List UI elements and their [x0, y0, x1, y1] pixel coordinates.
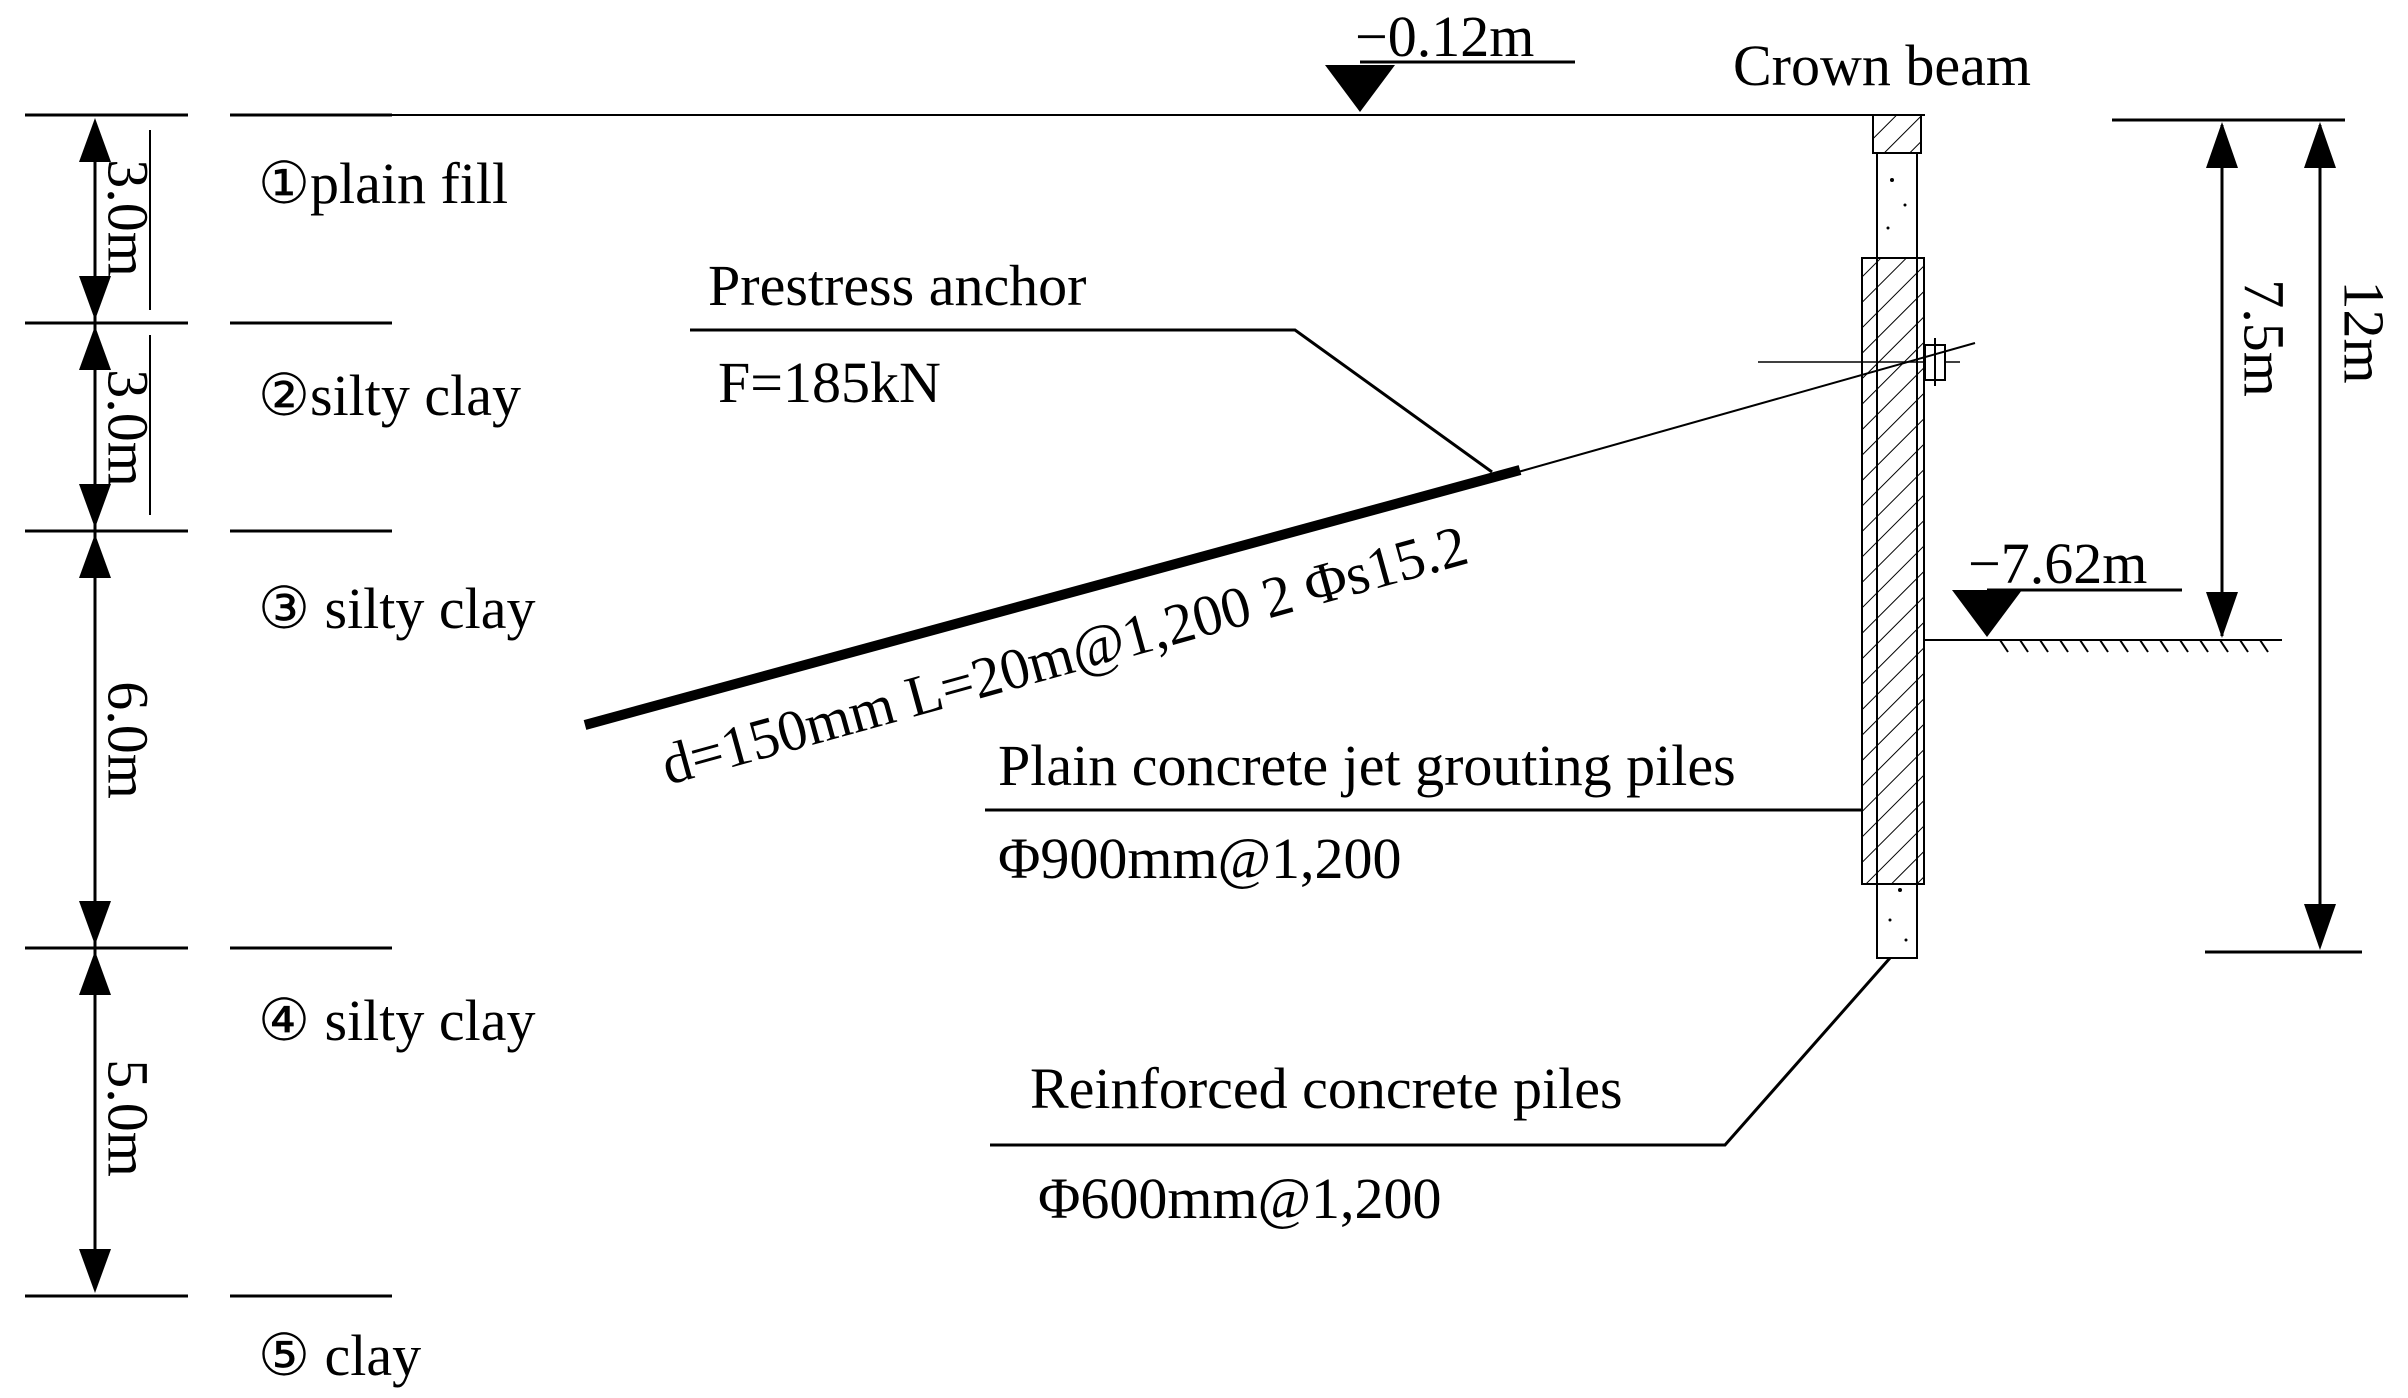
excavation-elevation-label: −7.62m [1968, 531, 2147, 596]
soil-layer-column: ①plain fill ②silty clay ③ silty clay ④ s… [25, 113, 536, 1388]
arrow-up-icon [79, 534, 111, 578]
layer-label: ③ silty clay [258, 576, 536, 641]
arrow-down-icon [79, 1249, 111, 1293]
layer-label: ①plain fill [258, 151, 508, 216]
arrow-down-icon [2304, 904, 2336, 950]
jet-grouting-spec: Φ900mm@1,200 [998, 826, 1402, 891]
anchor-bonded-segment [583, 465, 1522, 730]
arrow-down-icon [2206, 592, 2238, 638]
arrow-up-icon [79, 118, 111, 162]
layer-thickness-label: 6.0m [96, 681, 161, 799]
layer-thickness-label: 3.0m [96, 159, 161, 277]
layer-label: ④ silty clay [258, 988, 536, 1053]
arrow-down-icon [79, 276, 111, 320]
arrow-down-icon [79, 484, 111, 528]
arrow-up-icon [2304, 122, 2336, 168]
anchor-force: F=185kN [718, 350, 941, 415]
crown-beam [1872, 114, 1922, 154]
jet-grouting-pile [1861, 257, 1925, 885]
depth-dimensions: 7.5m 12m [2112, 118, 2397, 954]
layer-label: ⑤ clay [258, 1323, 421, 1388]
arrow-up-icon [79, 326, 111, 370]
layer-thickness-dimensions: 3.0m 3.0m 6.0m 5.0m [79, 118, 161, 1293]
rc-pile-spec: Φ600mm@1,200 [1038, 1166, 1442, 1231]
top-elevation-label: −0.12m [1355, 4, 1534, 69]
anchor-title: Prestress anchor [708, 253, 1087, 318]
layer-thickness-label: 5.0m [96, 1059, 161, 1177]
rc-pile-title: Reinforced concrete piles [1030, 1056, 1623, 1121]
arrow-down-icon [79, 901, 111, 945]
anchor-head [1758, 338, 1960, 386]
jet-grouting-title: Plain concrete jet grouting piles [998, 733, 1736, 798]
excavation-bottom: −7.62m [1924, 531, 2282, 653]
anchor-callout: Prestress anchor F=185kN d=150mm L=20m@1… [654, 253, 1493, 798]
top-elevation-marker: −0.12m [1325, 4, 1575, 112]
prestress-anchor [583, 342, 1976, 730]
elevation-triangle-icon [1952, 590, 2022, 637]
elevation-triangle-icon [1325, 65, 1395, 112]
rc-pile-callout: Reinforced concrete piles Φ600mm@1,200 [990, 957, 1892, 1231]
excavation-depth-label: 7.5m [2232, 279, 2297, 397]
pile-length-label: 12m [2332, 280, 2397, 383]
arrow-up-icon [2206, 122, 2238, 168]
arrow-up-icon [79, 951, 111, 995]
jet-grouting-callout: Plain concrete jet grouting piles Φ900mm… [985, 733, 1862, 891]
layer-thickness-label: 3.0m [96, 369, 161, 487]
anchor-free-segment [1517, 342, 1976, 473]
layer-label: ②silty clay [258, 363, 521, 428]
crown-beam-label: Crown beam [1733, 33, 2031, 98]
